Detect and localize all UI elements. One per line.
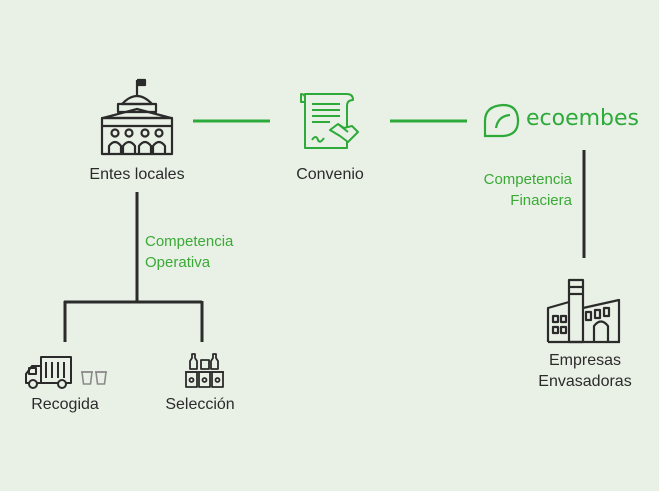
node-entes-locales: Entes locales xyxy=(89,166,185,183)
recycling-containers-icon xyxy=(185,353,224,388)
node-convenio: Convenio xyxy=(296,166,364,183)
town-hall-icon xyxy=(100,78,174,156)
edge-operativa-line2: Operativa xyxy=(145,254,211,271)
waste-bins-icon xyxy=(81,371,107,385)
node-seleccion: Selección xyxy=(165,396,235,413)
edge-label-operativa: Competencia Operativa xyxy=(145,231,233,273)
contract-handshake-icon xyxy=(300,93,359,149)
node-empresas-line2: Envasadoras xyxy=(538,373,632,390)
edge-operativa-line1: Competencia xyxy=(145,233,234,250)
node-empresas-line1: Empresas xyxy=(548,352,622,369)
factory-icon xyxy=(546,278,621,344)
garbage-truck-icon xyxy=(25,356,72,389)
edge-label-financiera: Competencia Finaciera xyxy=(462,169,572,211)
ecoembes-leaf-icon xyxy=(483,103,520,138)
edge-financiera-line1: Competencia xyxy=(483,171,572,188)
node-empresas-envasadoras: Empresas Envasadoras xyxy=(520,350,650,392)
ecoembes-brand-name: ecoembes xyxy=(526,106,640,131)
edge-financiera-line2: Finaciera xyxy=(510,192,572,209)
node-recogida: Recogida xyxy=(31,396,99,413)
